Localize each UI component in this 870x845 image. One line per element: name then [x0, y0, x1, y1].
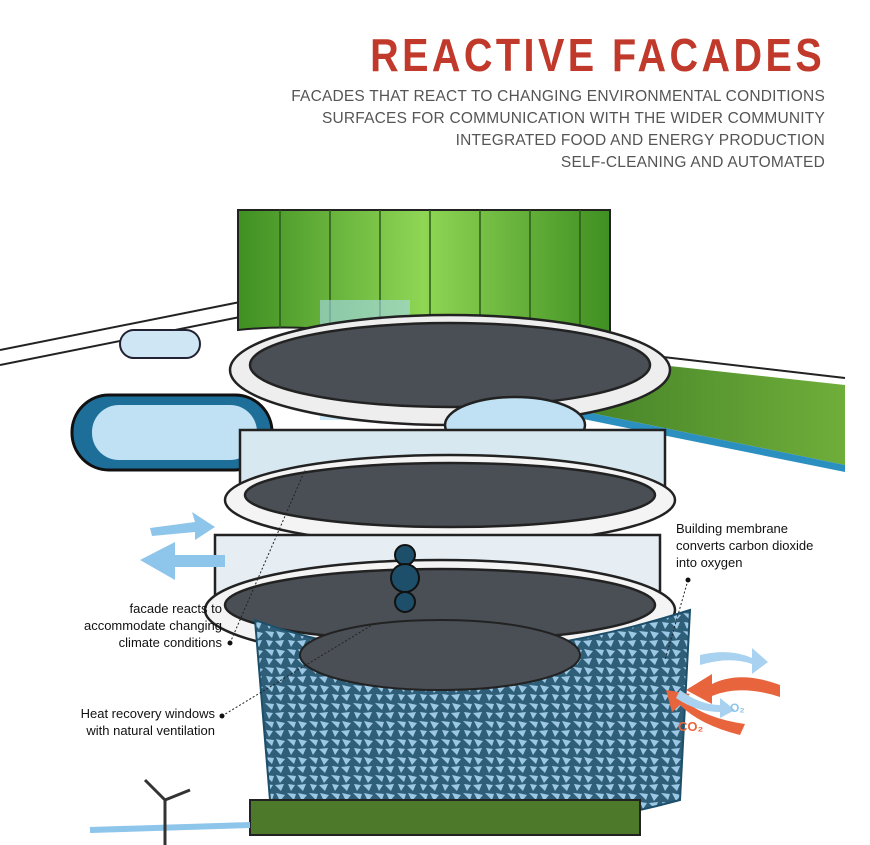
- callout-text: climate conditions: [118, 635, 222, 650]
- o2-label: O₂: [730, 701, 745, 715]
- circular-windows: [390, 544, 420, 613]
- building-membrane-mesh: [253, 608, 692, 831]
- callout-dots: [219, 577, 691, 719]
- lower-floor: [89, 778, 641, 845]
- monorail-pod: [0, 299, 274, 472]
- co2-label: CO₂: [678, 719, 704, 734]
- callout-membrane: Building membrane converts carbon dioxid…: [676, 520, 813, 571]
- wind-turbine-icon: [143, 778, 191, 845]
- page-title: REACTIVE FACADES: [369, 29, 825, 81]
- air-flow-arrows: [140, 512, 780, 735]
- callout-text: accommodate changing: [83, 618, 222, 633]
- callout-text: with natural ventilation: [86, 723, 215, 738]
- callout-leaders: [221, 469, 689, 717]
- subtitle-line: INTEGRATED FOOD AND ENERGY PRODUCTION: [455, 132, 825, 149]
- subtitle-line: SURFACES FOR COMMUNICATION WITH THE WIDE…: [321, 110, 825, 127]
- callout-text: facade reacts to: [129, 601, 223, 616]
- subtitle-line: FACADES THAT REACT TO CHANGING ENVIRONME…: [291, 88, 825, 105]
- callout-text: Building membrane: [676, 521, 789, 536]
- floor-slabs: [203, 313, 677, 662]
- subtitle-line: SELF-CLEANING AND AUTOMATED: [560, 154, 825, 171]
- callout-text: into oxygen: [676, 555, 743, 570]
- callout-heat-recovery: Heat recovery windows with natural venti…: [40, 705, 215, 739]
- callout-text: converts carbon dioxide: [676, 538, 814, 553]
- callout-facade: facade reacts to accommodate changing cl…: [60, 600, 222, 651]
- callout-text: Heat recovery windows: [80, 706, 215, 721]
